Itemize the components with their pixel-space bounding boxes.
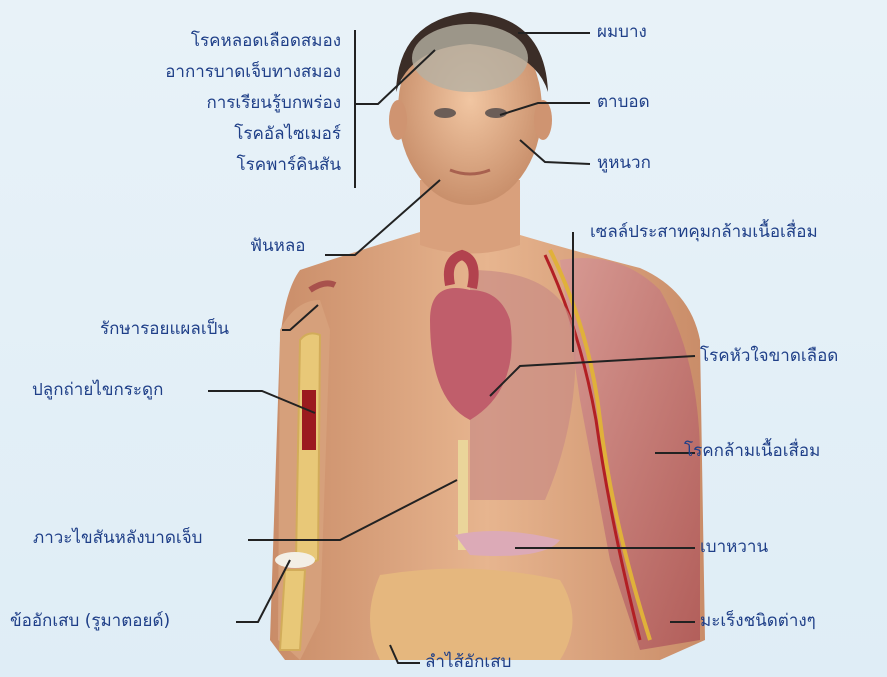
label-rheumatoid-arthritis: ข้ออักเสบ (รูมาตอยด์) — [10, 611, 170, 631]
label-muscular-dystrophy: โรคกล้ามเนื้อเสื่อม — [684, 441, 820, 461]
label-diabetes: เบาหวาน — [700, 537, 768, 557]
label-alzheimers: โรคอัลไซเมอร์ — [165, 119, 341, 150]
label-cancers: มะเร็งชนิดต่างๆ — [700, 611, 816, 631]
label-missing-teeth: ฟันหลอ — [250, 236, 306, 256]
left-eye — [434, 108, 456, 118]
label-brain-injury: อาการบาดเจ็บทางสมอง — [165, 57, 341, 88]
label-stroke: โรคหลอดเลือดสมอง — [165, 26, 341, 57]
label-deafness: หูหนวก — [597, 153, 651, 173]
brain-conditions-list: โรคหลอดเลือดสมอง อาการบาดเจ็บทางสมอง การ… — [165, 26, 341, 181]
right-ear — [534, 100, 552, 140]
label-spinal-cord-injury: ภาวะไขสันหลังบาดเจ็บ — [33, 528, 202, 548]
label-scar-treatment: รักษารอยแผลเป็น — [100, 319, 229, 339]
intestines — [370, 569, 573, 660]
label-heart-disease: โรคหัวใจขาดเลือด — [700, 346, 838, 366]
label-motor-neuron-disease: เซลล์ประสาทคุมกล้ามเนื้อเสื่อม — [590, 222, 818, 242]
brain-overlay — [412, 24, 528, 92]
left-ear — [389, 100, 407, 140]
label-learning-disability: การเรียนรู้บกพร่อง — [165, 88, 341, 119]
label-inflammatory-bowel: ลำไส้อักเสบ — [425, 652, 511, 672]
label-blindness: ตาบอด — [597, 92, 650, 112]
elbow-joint — [275, 552, 315, 568]
label-bone-marrow-transplant: ปลูกถ่ายไขกระดูก — [32, 380, 163, 400]
bone-forearm — [280, 570, 305, 650]
label-hair-loss: ผมบาง — [597, 22, 647, 42]
marrow — [302, 390, 316, 450]
label-parkinsons: โรคพาร์คินสัน — [165, 150, 341, 181]
